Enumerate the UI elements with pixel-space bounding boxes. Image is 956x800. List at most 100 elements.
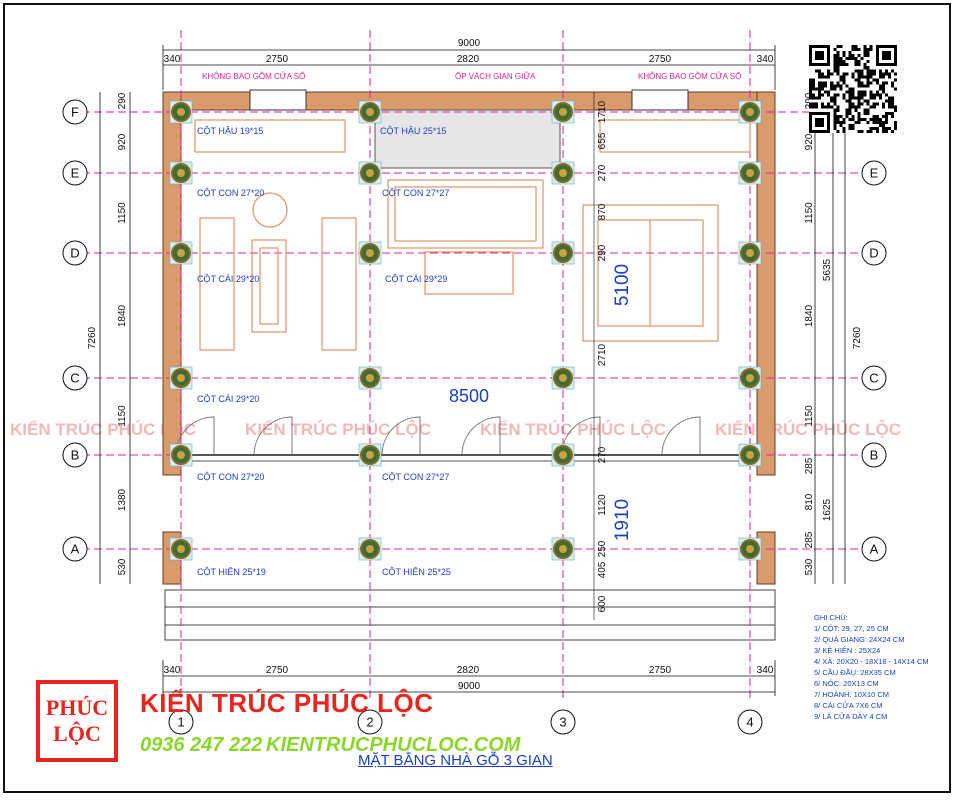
column-post <box>169 366 193 390</box>
furniture <box>194 119 751 351</box>
axis-bubble-c: C <box>62 365 88 391</box>
chair-left <box>199 217 235 351</box>
dim-interior: 655 <box>597 132 608 149</box>
column-post <box>551 161 575 185</box>
phone-number: 0936 247 222 <box>140 734 263 756</box>
dim-top-seg: 340 <box>757 54 774 65</box>
dim-bottom-seg: 2750 <box>266 665 289 676</box>
watermark-text: KIẾN TRÚC PHÚC LỘC <box>10 420 196 439</box>
dim-interior: 600 <box>597 595 608 612</box>
partition-panel <box>374 109 561 169</box>
door-swing <box>253 416 293 456</box>
axis-bubble-e: E <box>62 160 88 186</box>
right-dimensions <box>814 92 846 584</box>
column-post <box>551 100 575 124</box>
notes-heading: GHI CHÚ: <box>814 613 848 622</box>
dim-interior: 250 <box>597 540 608 557</box>
dim-left-total: 7260 <box>87 326 98 349</box>
note-item: 1/ CỘT: 29, 27, 25 CM <box>814 624 889 633</box>
walls <box>162 89 776 585</box>
dim-top-seg: 2820 <box>457 54 480 65</box>
door-swing <box>461 416 501 456</box>
label-cot-con-mid: CỘT CON 27*27 <box>382 188 449 198</box>
dim-left-seg: 920 <box>117 133 128 150</box>
label-cot-con-b2: CỘT CON 27*27 <box>382 472 449 482</box>
bottom-dimensions <box>162 660 776 696</box>
column-post <box>551 241 575 265</box>
column-post <box>738 100 762 124</box>
column-post <box>358 100 382 124</box>
logo-line1: PHÚC <box>45 695 109 720</box>
chair-right <box>321 217 357 351</box>
dim-left-seg: 1150 <box>117 405 128 427</box>
veranda-steps <box>164 589 776 641</box>
altar-table-left <box>194 119 346 153</box>
column-post <box>738 537 762 561</box>
dim-interior: 1120 <box>597 494 608 516</box>
label-cot-cai-d1: CỘT CÁI 29*20 <box>197 274 259 284</box>
label-cot-hien-1: CỘT HIÊN 25*19 <box>197 567 266 577</box>
axis-bubble-f: F <box>62 99 88 125</box>
axis-bubble-4: 4 <box>737 709 763 735</box>
svg-text:A: A <box>870 542 879 557</box>
dim-interior: 870 <box>597 203 608 220</box>
column-post <box>738 443 762 467</box>
column-post <box>358 537 382 561</box>
sheet-border <box>3 3 951 793</box>
dim-top-seg: 2750 <box>649 54 672 65</box>
company-name: KIẾN TRÚC PHÚC LỘC <box>140 688 434 718</box>
dim-left-seg: 1380 <box>117 488 128 511</box>
label-cot-hau-mid: CỘT HẬU 25*15 <box>380 126 446 136</box>
axis-bubble-a: A <box>62 536 88 562</box>
dim-interior: 2710 <box>597 343 608 366</box>
column-post <box>551 443 575 467</box>
dim-right-seg: 810 <box>804 493 815 510</box>
column-post <box>738 161 762 185</box>
window-right <box>631 89 689 111</box>
label-cot-con-b1: CỘT CON 27*20 <box>197 472 264 482</box>
column-post <box>169 161 193 185</box>
column-post <box>551 537 575 561</box>
dim-left-seg: 530 <box>117 558 128 575</box>
qr-code-icon <box>809 45 897 133</box>
svg-text:2: 2 <box>366 715 373 730</box>
axis-bubble-d: D <box>62 240 88 266</box>
altar-central <box>387 179 544 249</box>
axis-bubble-b: B <box>62 442 88 468</box>
door-swing <box>661 416 701 456</box>
dim-right-seg: 285 <box>804 457 815 474</box>
column-post <box>169 537 193 561</box>
axis-bubble-c: C <box>861 365 887 391</box>
label-cot-hau-left: CỘT HẬU 19*15 <box>197 126 263 136</box>
dim-interior: 405 <box>597 561 608 578</box>
top-dimensions <box>162 45 776 90</box>
dim-right-seg: 1840 <box>804 304 815 327</box>
axis-bubble-b: B <box>861 442 887 468</box>
column-post <box>169 443 193 467</box>
note-item: 3/ KẺ HIÊN : 25X24 <box>814 646 881 655</box>
dim-right-total: 7260 <box>852 326 863 349</box>
svg-text:B: B <box>71 448 80 463</box>
dim-bottom-seg: 340 <box>164 665 181 676</box>
dim-left-seg: 1840 <box>117 304 128 327</box>
watermark-text: KIẾN TRÚC PHÚC LỘC <box>245 420 431 439</box>
note-item: 9/ LÁ CỬA DÀY 4 CM <box>814 712 888 721</box>
dim-1910: 1910 <box>612 499 633 541</box>
note-item: 5/ CẦU ĐẦU: 28X35 CM <box>814 668 896 677</box>
label-window-right: KHÔNG BAO GỒM CỬA SỔ <box>638 71 741 81</box>
right-wall <box>756 91 776 476</box>
dim-bottom-seg: 2820 <box>457 665 480 676</box>
dim-top-total: 9000 <box>458 38 481 49</box>
notes-panel: GHI CHÚ: 1/ CỘT: 29, 27, 25 CM 2/ QUÁ GI… <box>814 612 944 722</box>
svg-text:E: E <box>71 166 80 181</box>
svg-text:3: 3 <box>559 715 566 730</box>
svg-text:F: F <box>71 105 79 120</box>
dim-top-seg: 2750 <box>266 54 289 65</box>
svg-text:A: A <box>71 542 80 557</box>
dim-left-seg: 1150 <box>117 202 128 224</box>
axis-bubble-1: 1 <box>168 709 194 735</box>
drawing-title: MẶT BẰNG NHÀ GỖ 3 GIAN <box>358 752 553 769</box>
dim-right-seg: 530 <box>804 558 815 575</box>
column-post <box>358 443 382 467</box>
